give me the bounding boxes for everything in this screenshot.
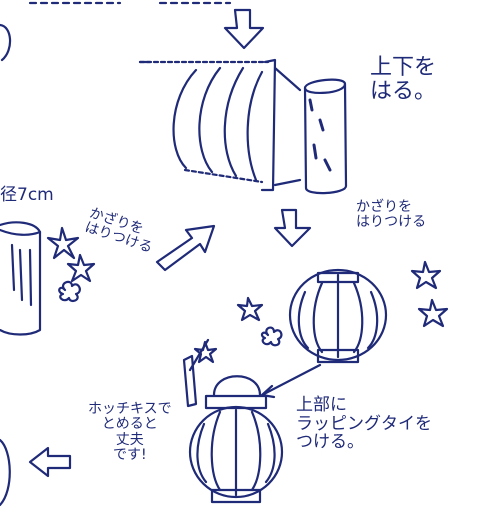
pointer-arrow: [260, 363, 322, 399]
pointer-line: [273, 178, 302, 187]
lantern-icon: [0, 438, 11, 507]
step-bottom-right-note: 上部に ラッピングタイを つける。: [296, 395, 432, 453]
right-up-arrow-icon: [155, 224, 216, 272]
star-icon: [410, 260, 442, 290]
left-arrow-icon: [28, 446, 72, 478]
star-icon: [193, 340, 218, 364]
lantern-icon: [288, 268, 388, 364]
pointer-line: [273, 66, 302, 92]
lantern-icon: [0, 221, 42, 336]
flower-icon: [260, 326, 283, 347]
step-right-note: かざりを はりつける: [356, 199, 427, 231]
step-bottom-left-note: ホッチキスで とめると 丈夫 です!: [88, 401, 172, 464]
diameter-note: 径7cm: [0, 185, 54, 205]
lantern-icon: [188, 375, 284, 504]
star-icon: [46, 226, 80, 260]
paper-sheet-shape: [138, 58, 277, 192]
down-arrow-icon: [223, 8, 265, 50]
star-icon: [236, 296, 264, 322]
flower-icon: [58, 280, 81, 303]
down-arrow-icon: [273, 208, 312, 248]
partial-circle-shape: [0, 23, 12, 62]
star-icon: [66, 253, 96, 283]
step-top-note: 上下を はる。: [370, 55, 437, 105]
star-icon: [417, 298, 449, 328]
cylinder-shape: [303, 78, 348, 195]
